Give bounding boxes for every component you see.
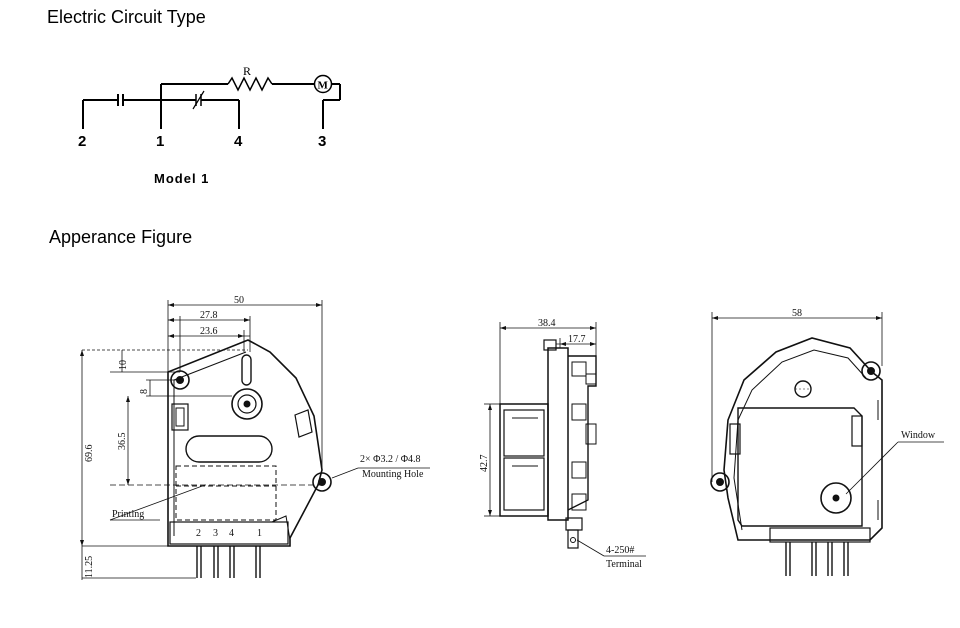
back-view bbox=[710, 312, 944, 576]
terminal-label: Terminal bbox=[606, 559, 642, 570]
terminal-number-2: 2 bbox=[196, 528, 201, 539]
dim-8: 8 bbox=[139, 389, 150, 394]
dim-10: 10 bbox=[118, 360, 129, 370]
pin-label-3: 3 bbox=[318, 133, 326, 150]
window-label: Window bbox=[901, 430, 936, 441]
circuit-diagram bbox=[82, 74, 341, 129]
pin-label-1: 1 bbox=[156, 133, 164, 150]
section-title-appearance: Apperance Figure bbox=[49, 227, 193, 247]
dim-36-5: 36.5 bbox=[117, 433, 128, 451]
dim-69-6: 69.6 bbox=[84, 445, 95, 463]
dim-27-8: 27.8 bbox=[200, 310, 218, 321]
side-view bbox=[484, 322, 646, 557]
dim-58: 58 bbox=[792, 308, 802, 319]
terminal-spec-label: 4-250# bbox=[606, 545, 634, 556]
dim-front-width: 50 bbox=[234, 295, 244, 306]
motor-symbol bbox=[313, 74, 333, 94]
front-view bbox=[80, 300, 430, 580]
terminal-number-1: 1 bbox=[257, 528, 262, 539]
model-label: Model 1 bbox=[154, 171, 210, 186]
pin-label-4: 4 bbox=[234, 133, 243, 150]
dim-23-6: 23.6 bbox=[200, 326, 218, 337]
dim-11-25: 11.25 bbox=[84, 556, 95, 578]
switch-slash bbox=[192, 90, 205, 110]
printing-label: Printing bbox=[112, 509, 144, 520]
motor-label: M bbox=[318, 80, 329, 92]
resistor-label: R bbox=[243, 64, 251, 78]
terminal-number-4: 4 bbox=[229, 528, 234, 539]
hole-spec-label: 2× Φ3.2 / Φ4.8 bbox=[360, 454, 421, 465]
dim-17-7: 17.7 bbox=[568, 334, 586, 345]
terminal-number-3: 3 bbox=[213, 528, 218, 539]
section-title-circuit: Electric Circuit Type bbox=[47, 7, 206, 27]
resistor bbox=[227, 76, 273, 92]
pin-label-2: 2 bbox=[78, 133, 86, 150]
dim-42-7: 42.7 bbox=[479, 455, 490, 473]
dim-38-4: 38.4 bbox=[538, 318, 556, 329]
mounting-hole-label: Mounting Hole bbox=[362, 469, 424, 480]
